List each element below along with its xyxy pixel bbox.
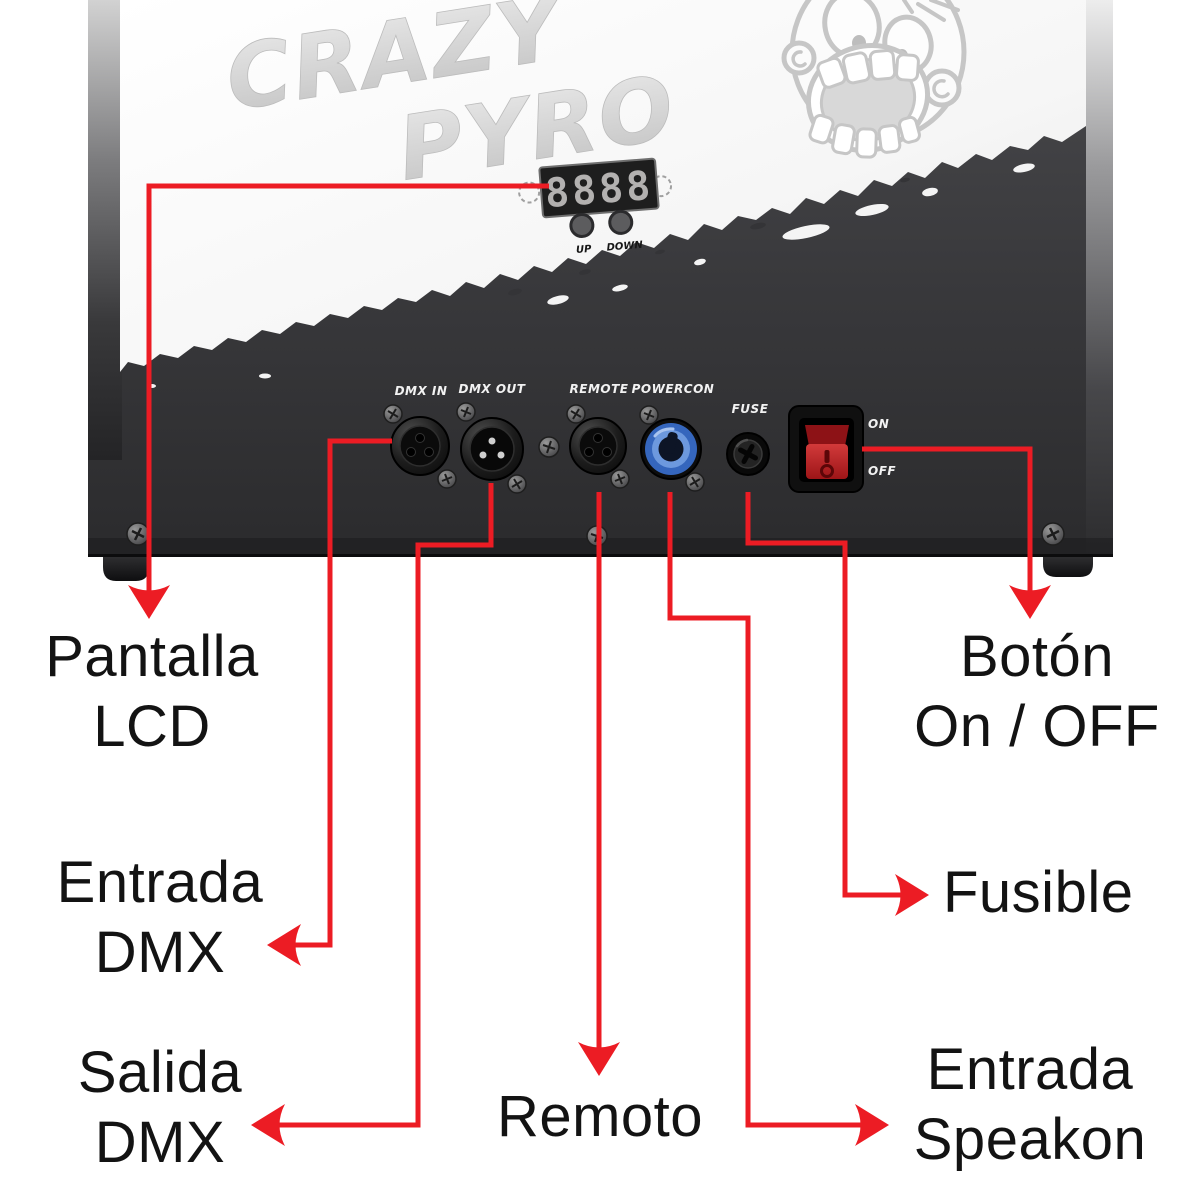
down-button-label: DOWN xyxy=(606,240,644,254)
down-button xyxy=(608,209,634,235)
callout-label-entrada-speakon: Entrada Speakon xyxy=(880,1035,1180,1175)
callout-lines xyxy=(146,183,1033,1128)
callout-line-entrada-speakon xyxy=(667,492,866,1128)
switch-on-mark xyxy=(824,450,830,463)
callout-text: Entrada xyxy=(926,1037,1134,1102)
callout-line-boton xyxy=(862,446,1033,600)
lcd-module: 8888 UP DOWN xyxy=(518,157,673,256)
powercon-label: POWERCON xyxy=(632,382,715,396)
switch-off-mark xyxy=(820,464,834,478)
crazy-face-logo xyxy=(781,0,967,159)
callout-label-pantalla-lcd: Pantalla LCD xyxy=(2,622,302,762)
fuse-holder xyxy=(726,432,770,476)
callout-label-salida-dmx: Salida DMX xyxy=(5,1038,315,1178)
callout-line-salida-dmx xyxy=(274,483,494,1128)
lcd-display xyxy=(538,157,660,219)
arrowhead-down-boton xyxy=(1009,585,1051,619)
mount-hole-left xyxy=(518,181,541,204)
arrowhead-right-speakon xyxy=(855,1104,889,1146)
machine-right-edge xyxy=(1086,0,1113,557)
power-switch: ON OFF xyxy=(788,405,896,493)
callout-arrowheads xyxy=(128,585,1051,1146)
arrowhead-down-remoto xyxy=(578,1042,620,1076)
arrowhead-left-entrada-dmx xyxy=(267,924,301,966)
callout-label-boton-on-off: Botón On / OFF xyxy=(887,622,1187,762)
up-button xyxy=(569,212,595,238)
arrowhead-left-salida-dmx xyxy=(251,1104,285,1146)
callout-text: DMX xyxy=(94,1110,226,1175)
machine-left-edge xyxy=(88,0,122,460)
callout-text: DMX xyxy=(94,920,226,985)
callout-text: Salida xyxy=(77,1040,243,1105)
callout-text: Entrada xyxy=(56,850,264,915)
connector-panel: DMX IN DMX OUT REMOTE POWERCON FUSE xyxy=(126,382,1065,547)
dmx-out-label: DMX OUT xyxy=(459,382,526,396)
remote-connector xyxy=(569,417,627,475)
arrowhead-right-fusible xyxy=(895,874,929,916)
dmx-in-connector xyxy=(390,416,450,476)
callout-line-fusible xyxy=(745,492,906,898)
rubber-foot-left xyxy=(103,557,149,581)
lcd-digits: 8888 xyxy=(543,163,655,217)
callout-line-entrada-dmx xyxy=(290,438,392,948)
callout-text: Remoto xyxy=(496,1084,704,1149)
dark-specks xyxy=(508,177,910,296)
arrowhead-down-pantalla xyxy=(128,585,170,619)
up-button-label: UP xyxy=(576,244,593,256)
dmx-out-connector xyxy=(460,417,524,481)
callout-text: LCD xyxy=(93,694,211,759)
fuse-label: FUSE xyxy=(732,402,769,416)
callout-text: Pantalla xyxy=(45,624,259,689)
callout-label-entrada-dmx: Entrada DMX xyxy=(5,848,315,988)
callout-text: Fusible xyxy=(943,860,1134,925)
callout-text: Speakon xyxy=(913,1107,1147,1172)
powercon-connector xyxy=(640,418,702,480)
rubber-foot-right xyxy=(1043,557,1093,577)
switch-off-label: OFF xyxy=(868,464,896,478)
callout-label-fusible: Fusible xyxy=(943,858,1133,928)
switch-on-label: ON xyxy=(868,417,889,431)
dmx-in-label: DMX IN xyxy=(395,384,448,398)
remote-label: REMOTE xyxy=(570,382,629,396)
callout-text: Botón xyxy=(959,624,1115,689)
callout-line-pantalla-lcd xyxy=(146,183,549,600)
front-panel: CRAZY PYRO xyxy=(120,0,1086,388)
callout-label-remoto: Remoto xyxy=(450,1082,750,1152)
paint-droplets xyxy=(148,163,1035,388)
callout-text: On / OFF xyxy=(914,694,1160,759)
